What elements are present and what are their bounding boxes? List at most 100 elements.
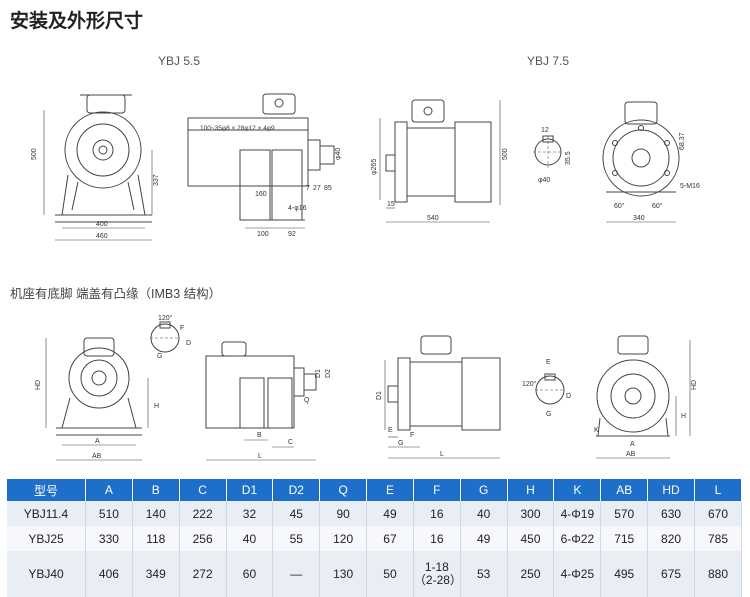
label-D1-b: D1 [376, 391, 383, 400]
dim-100: 100 [257, 231, 269, 238]
dim-85: 85 [324, 185, 332, 192]
label-G-a: G [157, 353, 162, 360]
table-cell: YBJ40 [7, 551, 86, 597]
page-title: 安装及外形尺寸 [10, 11, 144, 32]
dim-flange-spec: 100~35φ8 × 28φ12 × 4φ9 [200, 125, 275, 132]
drawing-shaft-section-1: 12 35.5 φ40 [533, 127, 572, 184]
label-HD-a: HD [35, 380, 42, 390]
drawings: 500 337 400 460 100~35φ8 × 28φ12 × 4φ9 φ… [31, 93, 700, 461]
header-cell: HD [647, 479, 695, 501]
table-cell: 16 [413, 526, 461, 551]
dimensions-table: 型号 A B C D1 D2 Q E F G H K AB HD L YBJ11… [7, 479, 743, 597]
dim-27: 27 [313, 185, 321, 192]
drawing-shaft-section-3: E 120° G D [522, 359, 571, 418]
dim-7: 7 [306, 185, 310, 192]
table-cell: 55 [272, 526, 321, 551]
table-cell: YBJ25 [7, 526, 86, 551]
dim-35-5: 35.5 [565, 151, 572, 165]
table-cell: 4-Φ25 [553, 551, 602, 597]
table-cell: 880 [694, 551, 743, 597]
drawing-front-view-1: 500 337 400 460 [31, 94, 160, 241]
label-Q-a: Q [304, 397, 310, 404]
caption-ybj55: YBJ 5.5 [158, 54, 201, 68]
table-cell: 67 [366, 526, 414, 551]
header-cell: D2 [272, 479, 321, 501]
header-cell: F [413, 479, 461, 501]
label-H-b: H [681, 413, 686, 420]
table-cell: 1-18 （2-28） [413, 551, 462, 597]
table-cell: 349 [132, 551, 180, 597]
header-cell: D1 [226, 479, 274, 501]
drawing-side-view-1: 100~35φ8 × 28φ12 × 4φ9 φ40 160 7 27 85 4… [187, 93, 342, 238]
table-row: YBJ11.4 510 140 222 32 45 90 49 16 40 30… [7, 501, 743, 526]
dim-340: 340 [633, 215, 645, 222]
header-cell: 型号 [7, 479, 86, 501]
caption-ybj75: YBJ 7.5 [527, 54, 570, 68]
header-cell: B [132, 479, 180, 501]
dim-60deg-b: 60° [652, 202, 663, 210]
header-cell: L [694, 479, 743, 501]
table-cell: 16 [413, 501, 461, 526]
table-cell: 272 [179, 551, 227, 597]
table-cell: 45 [272, 501, 321, 526]
table-cell: 510 [85, 501, 133, 526]
table-cell: 250 [507, 551, 555, 597]
dim-400: 400 [96, 221, 108, 228]
header-cell: E [366, 479, 414, 501]
table-cell: YBJ11.4 [7, 501, 86, 526]
dim-15: 15 [387, 201, 395, 208]
table-cell: 40 [460, 501, 508, 526]
drawing-side-view-3: B C L Q D1 D2 [205, 341, 332, 461]
label-A-b: A [630, 441, 635, 448]
table-cell: 222 [179, 501, 227, 526]
label-AB-b: AB [626, 451, 636, 458]
table-row: YBJ25 330 118 256 40 55 120 67 16 49 450… [7, 526, 743, 551]
label-L-b: L [440, 451, 444, 458]
table-row: YBJ40 406 349 272 60 — 130 50 1-18 （2-28… [7, 551, 743, 597]
table-cell: — [272, 551, 321, 597]
dim-500-b: 500 [502, 148, 509, 160]
dim-460: 460 [96, 233, 108, 240]
table-cell: 49 [366, 501, 414, 526]
dim-60deg-a: 60° [614, 202, 625, 210]
label-C-a: C [288, 439, 293, 446]
table-cell: 495 [600, 551, 649, 597]
table-cell: 32 [226, 501, 274, 526]
drawing-shaft-section-2: 120° G F D [150, 314, 191, 360]
table-cell: 450 [507, 526, 555, 551]
header-cell: G [460, 479, 508, 501]
label-A-a: A [95, 438, 100, 445]
section-subtitle: 机座有底脚 端盖有凸缘（IMB3 结构） [10, 287, 222, 301]
dim-92: 92 [288, 231, 296, 238]
drawing-side-view-4: D1 E G F L [376, 335, 501, 459]
drawing-side-view-2: φ265 500 15 540 [371, 99, 509, 223]
table-cell: 49 [460, 526, 508, 551]
table-cell: 820 [647, 526, 695, 551]
header-cell: K [553, 479, 602, 501]
table-cell: 53 [460, 551, 508, 597]
dim-phi40-a: φ40 [335, 148, 342, 160]
dim-160: 160 [255, 191, 267, 198]
table-cell: 785 [694, 526, 743, 551]
label-F-b: F [410, 432, 414, 439]
dim-5m16: 5-M16 [680, 183, 700, 190]
table-cell: 715 [600, 526, 649, 551]
table-cell: 406 [85, 551, 133, 597]
dim-phi265: φ265 [371, 159, 378, 175]
label-D-b: D [566, 393, 571, 400]
drawing-flange-end-view: 68.37 5-M16 60° 60° 340 [602, 101, 700, 223]
dim-phi40-b: φ40 [538, 177, 550, 184]
dim-12: 12 [541, 127, 549, 134]
table-header-row: 型号 A B C D1 D2 Q E F G H K AB HD L [7, 479, 743, 501]
label-G-c: G [546, 411, 551, 418]
drawing-end-view-generic: HD H A AB [35, 337, 159, 461]
label-B-a: B [257, 432, 262, 439]
dim-337: 337 [153, 174, 160, 186]
dim-4phi16: 4-φ16 [288, 205, 307, 212]
table-cell: 670 [694, 501, 743, 526]
label-K: K [594, 427, 599, 434]
table-cell: 60 [226, 551, 274, 597]
header-cell: C [179, 479, 227, 501]
table-cell: 140 [132, 501, 180, 526]
table-cell: 50 [366, 551, 414, 597]
